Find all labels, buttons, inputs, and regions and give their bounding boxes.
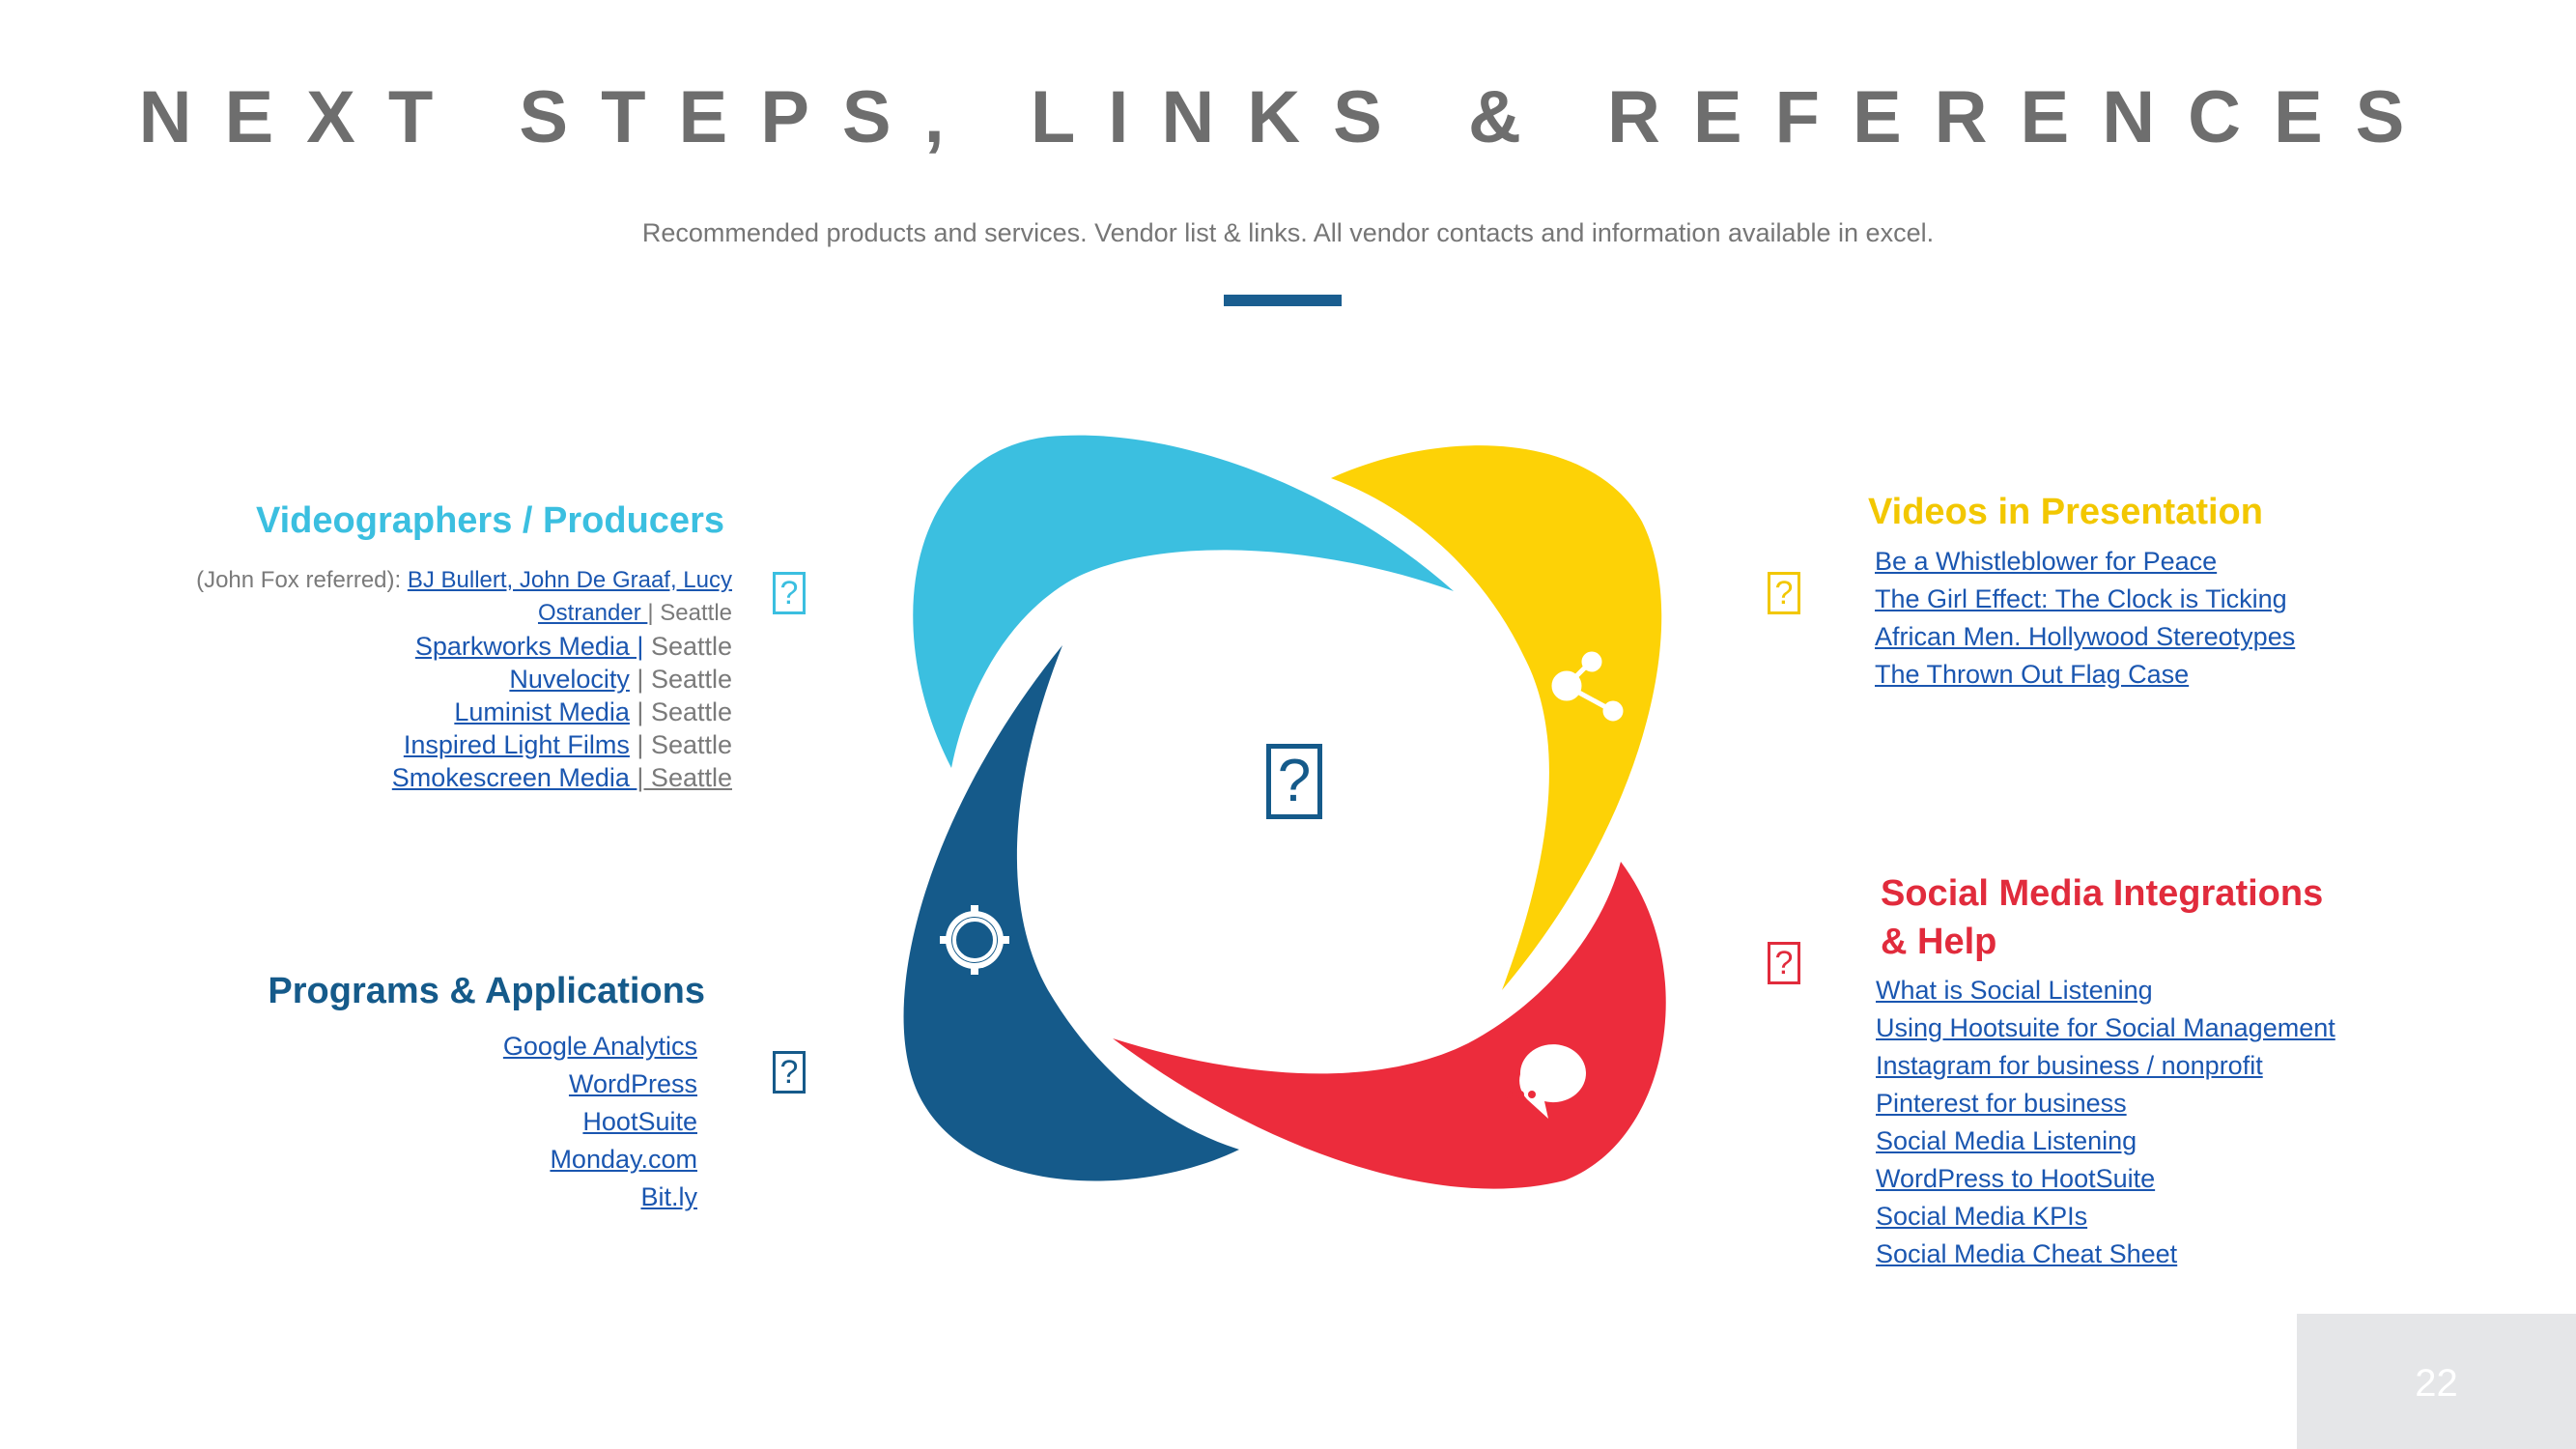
page-number: 22: [2415, 1362, 2458, 1405]
referred-link-part-2[interactable]: Ostrander: [537, 600, 648, 626]
vendor-city: Seattle: [643, 632, 732, 661]
social-link[interactable]: What is Social Listening: [1876, 976, 2153, 1005]
social-link[interactable]: Using Hootsuite for Social Management: [1876, 1013, 2335, 1042]
page-number-box: [2297, 1314, 2576, 1449]
videographers-heading: Videographers / Producers: [255, 500, 724, 541]
title-divider: [1224, 295, 1342, 306]
program-link[interactable]: WordPress: [568, 1069, 697, 1098]
petal-navy: [903, 645, 1239, 1181]
petal-cyan: [913, 435, 1454, 768]
vendor-link[interactable]: Smokescreen Media: [391, 763, 637, 792]
slide-subtitle: Recommended products and services. Vendo…: [641, 218, 1935, 247]
video-link[interactable]: The Girl Effect: The Clock is Ticking: [1875, 584, 2287, 613]
social-link[interactable]: Social Media KPIs: [1876, 1202, 2088, 1231]
social-link[interactable]: Social Media Listening: [1876, 1126, 2137, 1155]
referred-link-part-1[interactable]: BJ Bullert, John De Graaf, Lucy: [407, 567, 732, 593]
vendor-row: Smokescreen Media | Seattle: [106, 761, 732, 794]
vendor-city: | Seattle: [629, 730, 732, 759]
center-placeholder-icon: ?: [1266, 744, 1322, 819]
share-icon: [1551, 651, 1624, 722]
programs-heading: Programs & Applications: [268, 971, 705, 1011]
referred-intro: (John Fox referred):: [196, 567, 408, 593]
vendor-row: Sparkworks Media | Seattle: [106, 630, 732, 663]
petal-red: [1113, 862, 1666, 1189]
referred-city: | Seattle: [647, 600, 732, 626]
social-link[interactable]: Instagram for business / nonprofit: [1876, 1051, 2263, 1080]
vendor-row: Nuvelocity | Seattle: [106, 663, 732, 696]
referred-line-1: (John Fox referred): BJ Bullert, John De…: [106, 564, 732, 597]
social-media-list: What is Social Listening Using Hootsuite…: [1876, 972, 2335, 1273]
social-media-placeholder-icon: ?: [1768, 942, 1800, 984]
social-media-heading-line-2: & Help: [1881, 922, 1997, 962]
program-link[interactable]: Bit.ly: [640, 1182, 697, 1211]
vendor-link[interactable]: Nuvelocity: [509, 665, 630, 694]
program-link[interactable]: Google Analytics: [502, 1032, 697, 1061]
social-link[interactable]: Pinterest for business: [1876, 1089, 2127, 1118]
program-link[interactable]: HootSuite: [582, 1107, 697, 1136]
video-link[interactable]: African Men. Hollywood Stereotypes: [1875, 622, 2296, 651]
video-link[interactable]: The Thrown Out Flag Case: [1875, 660, 2190, 689]
vendor-row: Luminist Media | Seattle: [106, 696, 732, 728]
gear-icon: [940, 905, 1009, 975]
videographers-list: (John Fox referred): BJ Bullert, John De…: [106, 564, 732, 794]
social-media-heading-line-1: Social Media Integrations: [1881, 873, 2324, 914]
slide-title: NEXT STEPS, LINKS & REFERENCES: [138, 76, 2438, 158]
chat-bubble-icon: [1505, 1044, 1586, 1119]
petal-yellow: [1331, 445, 1662, 990]
programs-placeholder-icon: ?: [773, 1051, 806, 1094]
videos-presentation-list: Be a Whistleblower for Peace The Girl Ef…: [1875, 543, 2295, 694]
vendor-row: Inspired Light Films | Seattle: [106, 728, 732, 761]
petal-cycle-diagram: [903, 435, 1666, 1189]
vendor-city-link[interactable]: | Seattle: [637, 763, 732, 792]
video-link[interactable]: Be a Whistleblower for Peace: [1875, 547, 2218, 576]
vendor-city: | Seattle: [629, 665, 732, 694]
videographers-placeholder-icon: ?: [773, 572, 806, 614]
videos-presentation-heading: Videos in Presentation: [1868, 492, 2263, 532]
programs-list: Google Analytics WordPress HootSuite Mon…: [406, 1028, 697, 1216]
vendor-link[interactable]: Inspired Light Films: [403, 730, 630, 759]
social-media-heading: Social Media Integrations & Help: [1881, 869, 2323, 966]
referred-line-2: Ostrander | Seattle: [106, 597, 732, 630]
vendor-link[interactable]: Luminist Media: [454, 697, 630, 726]
program-link[interactable]: Monday.com: [550, 1145, 697, 1174]
social-link[interactable]: Social Media Cheat Sheet: [1876, 1239, 2178, 1268]
vendor-city: | Seattle: [629, 697, 732, 726]
vendor-link[interactable]: Sparkworks Media |: [414, 632, 644, 661]
social-link[interactable]: WordPress to HootSuite: [1876, 1164, 2156, 1193]
videos-presentation-placeholder-icon: ?: [1768, 572, 1800, 614]
